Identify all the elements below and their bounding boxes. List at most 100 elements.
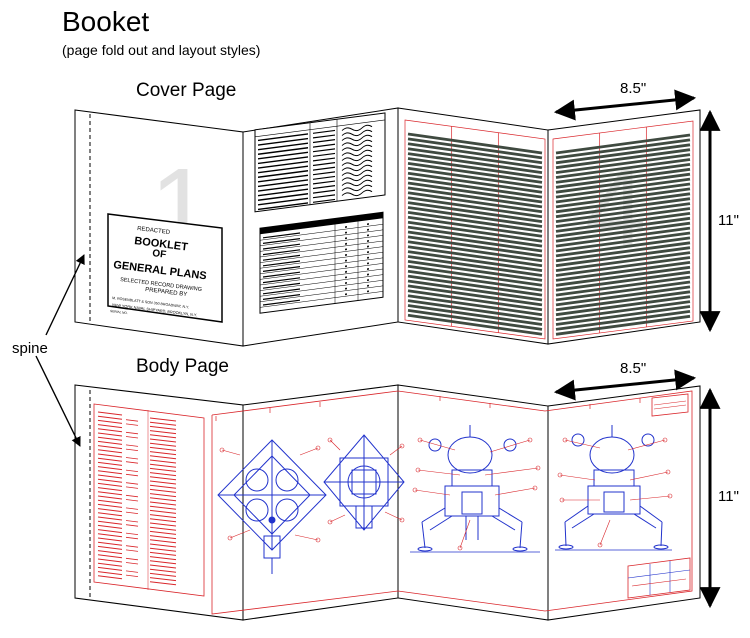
callout-balloon — [399, 443, 405, 449]
table-row-text — [258, 197, 308, 206]
text-line-bar — [407, 147, 543, 170]
text-line-bar — [555, 197, 691, 219]
callout-balloon — [667, 493, 673, 499]
callout-balloon — [457, 545, 463, 551]
leader-line — [329, 439, 341, 451]
plans-row-rule — [260, 285, 383, 303]
text-line-bar — [555, 305, 691, 326]
index-entry-line — [149, 564, 177, 569]
index-entry-line — [149, 493, 177, 498]
index-entry-line — [97, 541, 123, 546]
plans-row-mark — [345, 282, 347, 285]
text-line-bar — [555, 270, 691, 292]
plans-row-text — [263, 282, 300, 289]
plans-row-rule — [260, 240, 383, 258]
text-line-bar — [407, 279, 543, 302]
plans-row-mark — [345, 254, 347, 257]
text-line-bar — [407, 132, 543, 155]
text-line-bar — [555, 187, 691, 209]
plans-row-rule — [260, 268, 383, 286]
index-entry-line — [97, 411, 123, 416]
index-entry-line — [149, 577, 177, 582]
index-entry-line — [125, 536, 139, 540]
plans-row-mark — [345, 237, 347, 240]
callout-balloon — [327, 437, 333, 443]
index-entry-line — [125, 532, 139, 535]
body-width-arrow — [553, 369, 697, 401]
index-entry-line — [149, 455, 177, 460]
index-entry-line — [125, 436, 139, 439]
text-line-bar — [555, 236, 691, 258]
index-entry-line — [97, 457, 123, 462]
signature-scribble — [341, 164, 373, 172]
index-entry-line — [149, 442, 177, 447]
index-entry-line — [125, 557, 139, 561]
index-entry-line — [149, 551, 177, 556]
callout-balloon — [527, 437, 533, 443]
plans-row-rule — [260, 263, 383, 280]
text-line-bar — [407, 304, 543, 326]
signature-scribble — [341, 144, 373, 152]
plans-row-rule — [260, 257, 383, 275]
cover-height-label: 11" — [718, 212, 739, 229]
signature-scribble — [341, 129, 373, 137]
index-entry-line — [125, 570, 139, 573]
index-entry-line — [149, 488, 177, 493]
leader-line — [294, 534, 319, 541]
table-row-text — [258, 174, 308, 183]
plans-row-mark — [367, 273, 369, 276]
signature-scribbles — [341, 124, 373, 197]
text-line-bar — [555, 295, 691, 317]
text-line-bar — [555, 138, 691, 160]
index-entry-line — [149, 430, 177, 435]
index-entry-line — [125, 423, 139, 426]
text-line-bar — [407, 284, 543, 307]
cover-plans-index-table — [259, 211, 384, 314]
text-line-bar — [407, 137, 543, 160]
index-entry-line — [97, 482, 123, 487]
index-entry-line — [149, 572, 177, 577]
table-row-text — [313, 162, 335, 167]
index-entry-line — [97, 545, 123, 550]
leader-line — [599, 519, 611, 546]
text-line-bar — [555, 265, 691, 287]
text-line-bar — [407, 152, 543, 174]
plans-header-bar — [260, 212, 383, 235]
table-row-text — [258, 183, 308, 192]
plans-index-rows — [260, 212, 383, 308]
index-entry-line — [97, 432, 123, 437]
index-entry-line — [125, 448, 139, 451]
signature-table-rows — [255, 119, 385, 211]
table-row-text — [313, 185, 335, 190]
text-line-bar — [407, 206, 543, 228]
text-line-bar — [555, 212, 691, 233]
plans-row-mark — [367, 256, 369, 259]
text-line-bar — [407, 142, 543, 165]
signature-scribble — [341, 159, 373, 167]
plans-row-mark — [345, 242, 347, 245]
cover-panel-3-content — [404, 119, 546, 340]
text-line-bar — [555, 285, 691, 307]
index-entry-line — [125, 545, 139, 548]
table-row-text — [313, 139, 335, 144]
plans-row-rule — [260, 274, 383, 291]
index-entry-line — [97, 562, 123, 567]
text-line-bar — [555, 256, 691, 277]
text-line-bar — [555, 158, 691, 179]
plans-row-mark — [345, 226, 347, 229]
index-entry-line — [149, 581, 177, 586]
plans-row-mark — [367, 290, 369, 293]
plans-row-mark — [345, 259, 347, 262]
index-entry-line — [125, 499, 139, 502]
index-entry-line — [97, 503, 123, 508]
index-entry-line — [125, 574, 139, 577]
table-row-text — [313, 129, 335, 134]
index-entry-line — [97, 537, 123, 542]
leader-line — [629, 471, 669, 481]
plans-row-mark — [367, 223, 369, 226]
index-entry-line — [125, 473, 139, 477]
text-line-bar — [555, 246, 691, 268]
callout-balloon — [227, 535, 233, 541]
cover-booklet: 1 4 REDACTED BOOKLET OF GENERAL PLANS SE… — [74, 107, 701, 347]
